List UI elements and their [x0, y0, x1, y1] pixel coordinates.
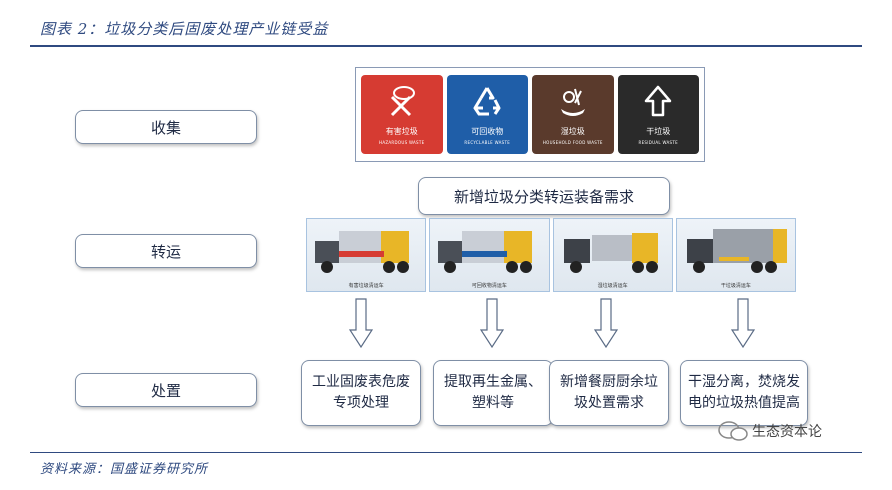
truck-hazardous: 有害垃圾清运车: [306, 218, 427, 292]
stage-transfer: 转运: [75, 234, 257, 268]
bin-recyclable-label: 可回收物: [471, 127, 504, 136]
truck-icon: [686, 229, 787, 273]
truck-hazardous-label: 有害垃圾清运车: [348, 283, 384, 289]
truck-recyclable-label: 可回收物清运车: [471, 283, 507, 289]
truck-icon: [315, 231, 409, 273]
bin-recyclable: 可回收物 RECYCLABLE WASTE: [446, 75, 528, 154]
disposal-recycle: 提取再生金属、塑料等: [433, 360, 553, 426]
truck-icon: [563, 233, 658, 273]
food-waste-icon: [553, 81, 593, 121]
source-note: 资料来源：国盛证券研究所: [40, 462, 209, 477]
wechat-icon: [718, 421, 748, 441]
stage-collect-label: 收集: [150, 118, 181, 137]
bin-hazardous-en: HAZARDOUS WASTE: [379, 140, 425, 145]
truck-food-label: 湿垃圾清运车: [597, 283, 628, 289]
stage-collect: 收集: [75, 110, 257, 144]
truck-residual-label: 干垃圾清运车: [720, 283, 751, 289]
top-rule: [30, 45, 862, 47]
bin-hazardous: 有害垃圾 HAZARDOUS WASTE: [361, 75, 443, 154]
bin-food: 湿垃圾 HOUSEHOLD FOOD WASTE: [532, 75, 614, 154]
down-arrow-icon: [594, 298, 618, 348]
bin-food-en: HOUSEHOLD FOOD WASTE: [542, 140, 603, 145]
bin-recyclable-en: RECYCLABLE WASTE: [464, 140, 511, 145]
watermark-text: 生态资本论: [752, 424, 822, 440]
stage-transfer-label: 转运: [150, 242, 181, 261]
disposal-industrial: 工业固废表危废专项处理: [301, 360, 421, 426]
bin-hazardous-label: 有害垃圾: [385, 127, 418, 136]
residual-icon: [638, 81, 678, 121]
truck-row: 有害垃圾清运车 可回收物清运车 湿垃圾清运车 干垃圾清运车: [306, 218, 796, 292]
truck-residual: 干垃圾清运车: [675, 218, 796, 292]
bin-residual: 干垃圾 RESIDUAL WASTE: [617, 75, 699, 154]
stage-dispose-label: 处置: [150, 381, 181, 400]
stage-dispose: 处置: [75, 373, 257, 407]
truck-food: 湿垃圾清运车: [552, 218, 673, 292]
bin-residual-en: RESIDUAL WASTE: [638, 140, 678, 145]
down-arrow-icon: [349, 298, 373, 348]
disposal-food: 新增餐厨厨余垃圾处置需求: [549, 360, 669, 426]
equipment-demand-box: 新增垃圾分类转运装备需求: [418, 177, 670, 215]
disposal-incineration: 干湿分离，焚烧发电的垃圾热值提高: [680, 360, 808, 426]
down-arrow-icon: [731, 298, 755, 348]
recycle-icon: [467, 81, 507, 121]
truck-icon: [438, 231, 533, 273]
disposal-food-text: 新增餐厨厨余垃圾处置需求: [560, 374, 658, 411]
figure-title: 图表 2：垃圾分类后固废处理产业链受益: [40, 20, 329, 38]
bottom-rule: [30, 452, 862, 453]
truck-recyclable: 可回收物清运车: [429, 218, 550, 292]
equipment-demand-label: 新增垃圾分类转运装备需求: [453, 187, 634, 206]
disposal-incineration-text: 干湿分离，焚烧发电的垃圾热值提高: [688, 374, 800, 411]
down-arrow-icon: [480, 298, 504, 348]
disposal-recycle-text: 提取再生金属、塑料等: [444, 374, 542, 411]
bin-food-label: 湿垃圾: [560, 127, 585, 136]
disposal-industrial-text: 工业固废表危废专项处理: [312, 374, 410, 411]
watermark: 生态资本论: [718, 420, 822, 442]
waste-bin-panel: 有害垃圾 HAZARDOUS WASTE 可回收物 RECYCLABLE WAS…: [355, 67, 705, 162]
hazard-icon: [382, 81, 422, 121]
bin-residual-label: 干垃圾: [646, 127, 671, 136]
